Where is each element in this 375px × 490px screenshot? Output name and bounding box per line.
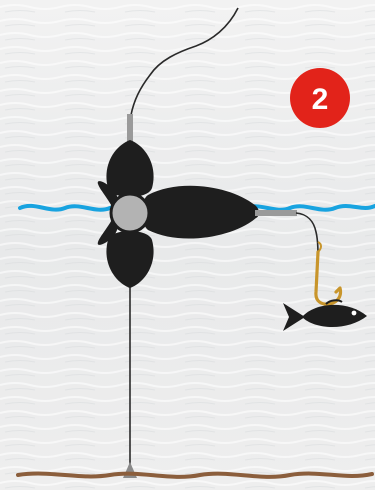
top-rod	[127, 114, 133, 142]
step-badge: 2	[290, 68, 350, 128]
step-number: 2	[312, 83, 329, 116]
float-hub	[111, 194, 149, 232]
side-rod	[255, 210, 297, 216]
